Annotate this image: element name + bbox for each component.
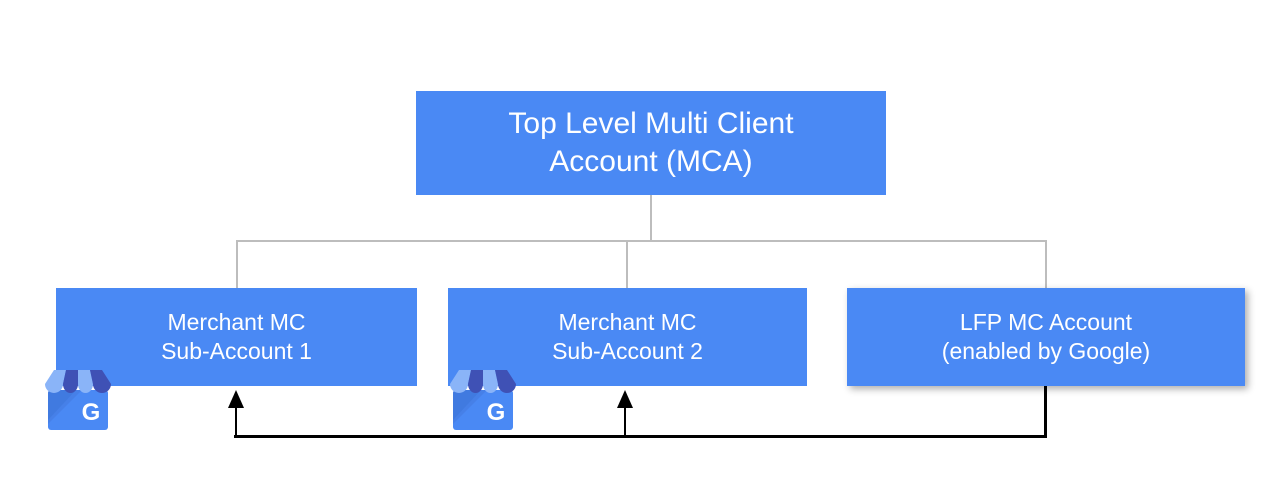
node-lfp-mc-account[interactable]: LFP MC Account (enabled by Google) xyxy=(847,288,1245,386)
arrowhead-to-merchant-2 xyxy=(617,390,633,408)
gmb-letter-g: G xyxy=(82,399,101,426)
arrowhead-to-merchant-1 xyxy=(228,390,244,408)
google-my-business-icon: G xyxy=(42,368,114,430)
gmb-letter-g: G xyxy=(487,399,506,426)
node-top-level-mca-label: Top Level Multi Client Account (MCA) xyxy=(508,106,794,178)
connector-drop-merchant-1 xyxy=(236,241,238,289)
connector-drop-merchant-2 xyxy=(626,241,628,289)
node-merchant-mc-sub-account-2[interactable]: Merchant MC Sub-Account 2 xyxy=(448,288,807,386)
connector-drop-lfp xyxy=(1045,241,1047,289)
flow-horizontal-bar xyxy=(234,435,1047,438)
node-top-level-mca[interactable]: Top Level Multi Client Account (MCA) xyxy=(416,91,886,195)
flow-riser-to-merchant-2 xyxy=(624,400,626,437)
connector-horizontal-bar xyxy=(236,240,1047,242)
flow-riser-to-merchant-1 xyxy=(235,400,237,437)
google-my-business-icon: G xyxy=(447,368,519,430)
flow-riser-from-lfp xyxy=(1044,386,1047,437)
connector-top-stem xyxy=(650,195,652,242)
node-merchant-mc-sub-account-1-label: Merchant MC Sub-Account 1 xyxy=(161,308,312,364)
node-merchant-mc-sub-account-1[interactable]: Merchant MC Sub-Account 1 xyxy=(56,288,417,386)
node-merchant-mc-sub-account-2-label: Merchant MC Sub-Account 2 xyxy=(552,308,703,364)
node-lfp-mc-account-label: LFP MC Account (enabled by Google) xyxy=(941,308,1151,364)
